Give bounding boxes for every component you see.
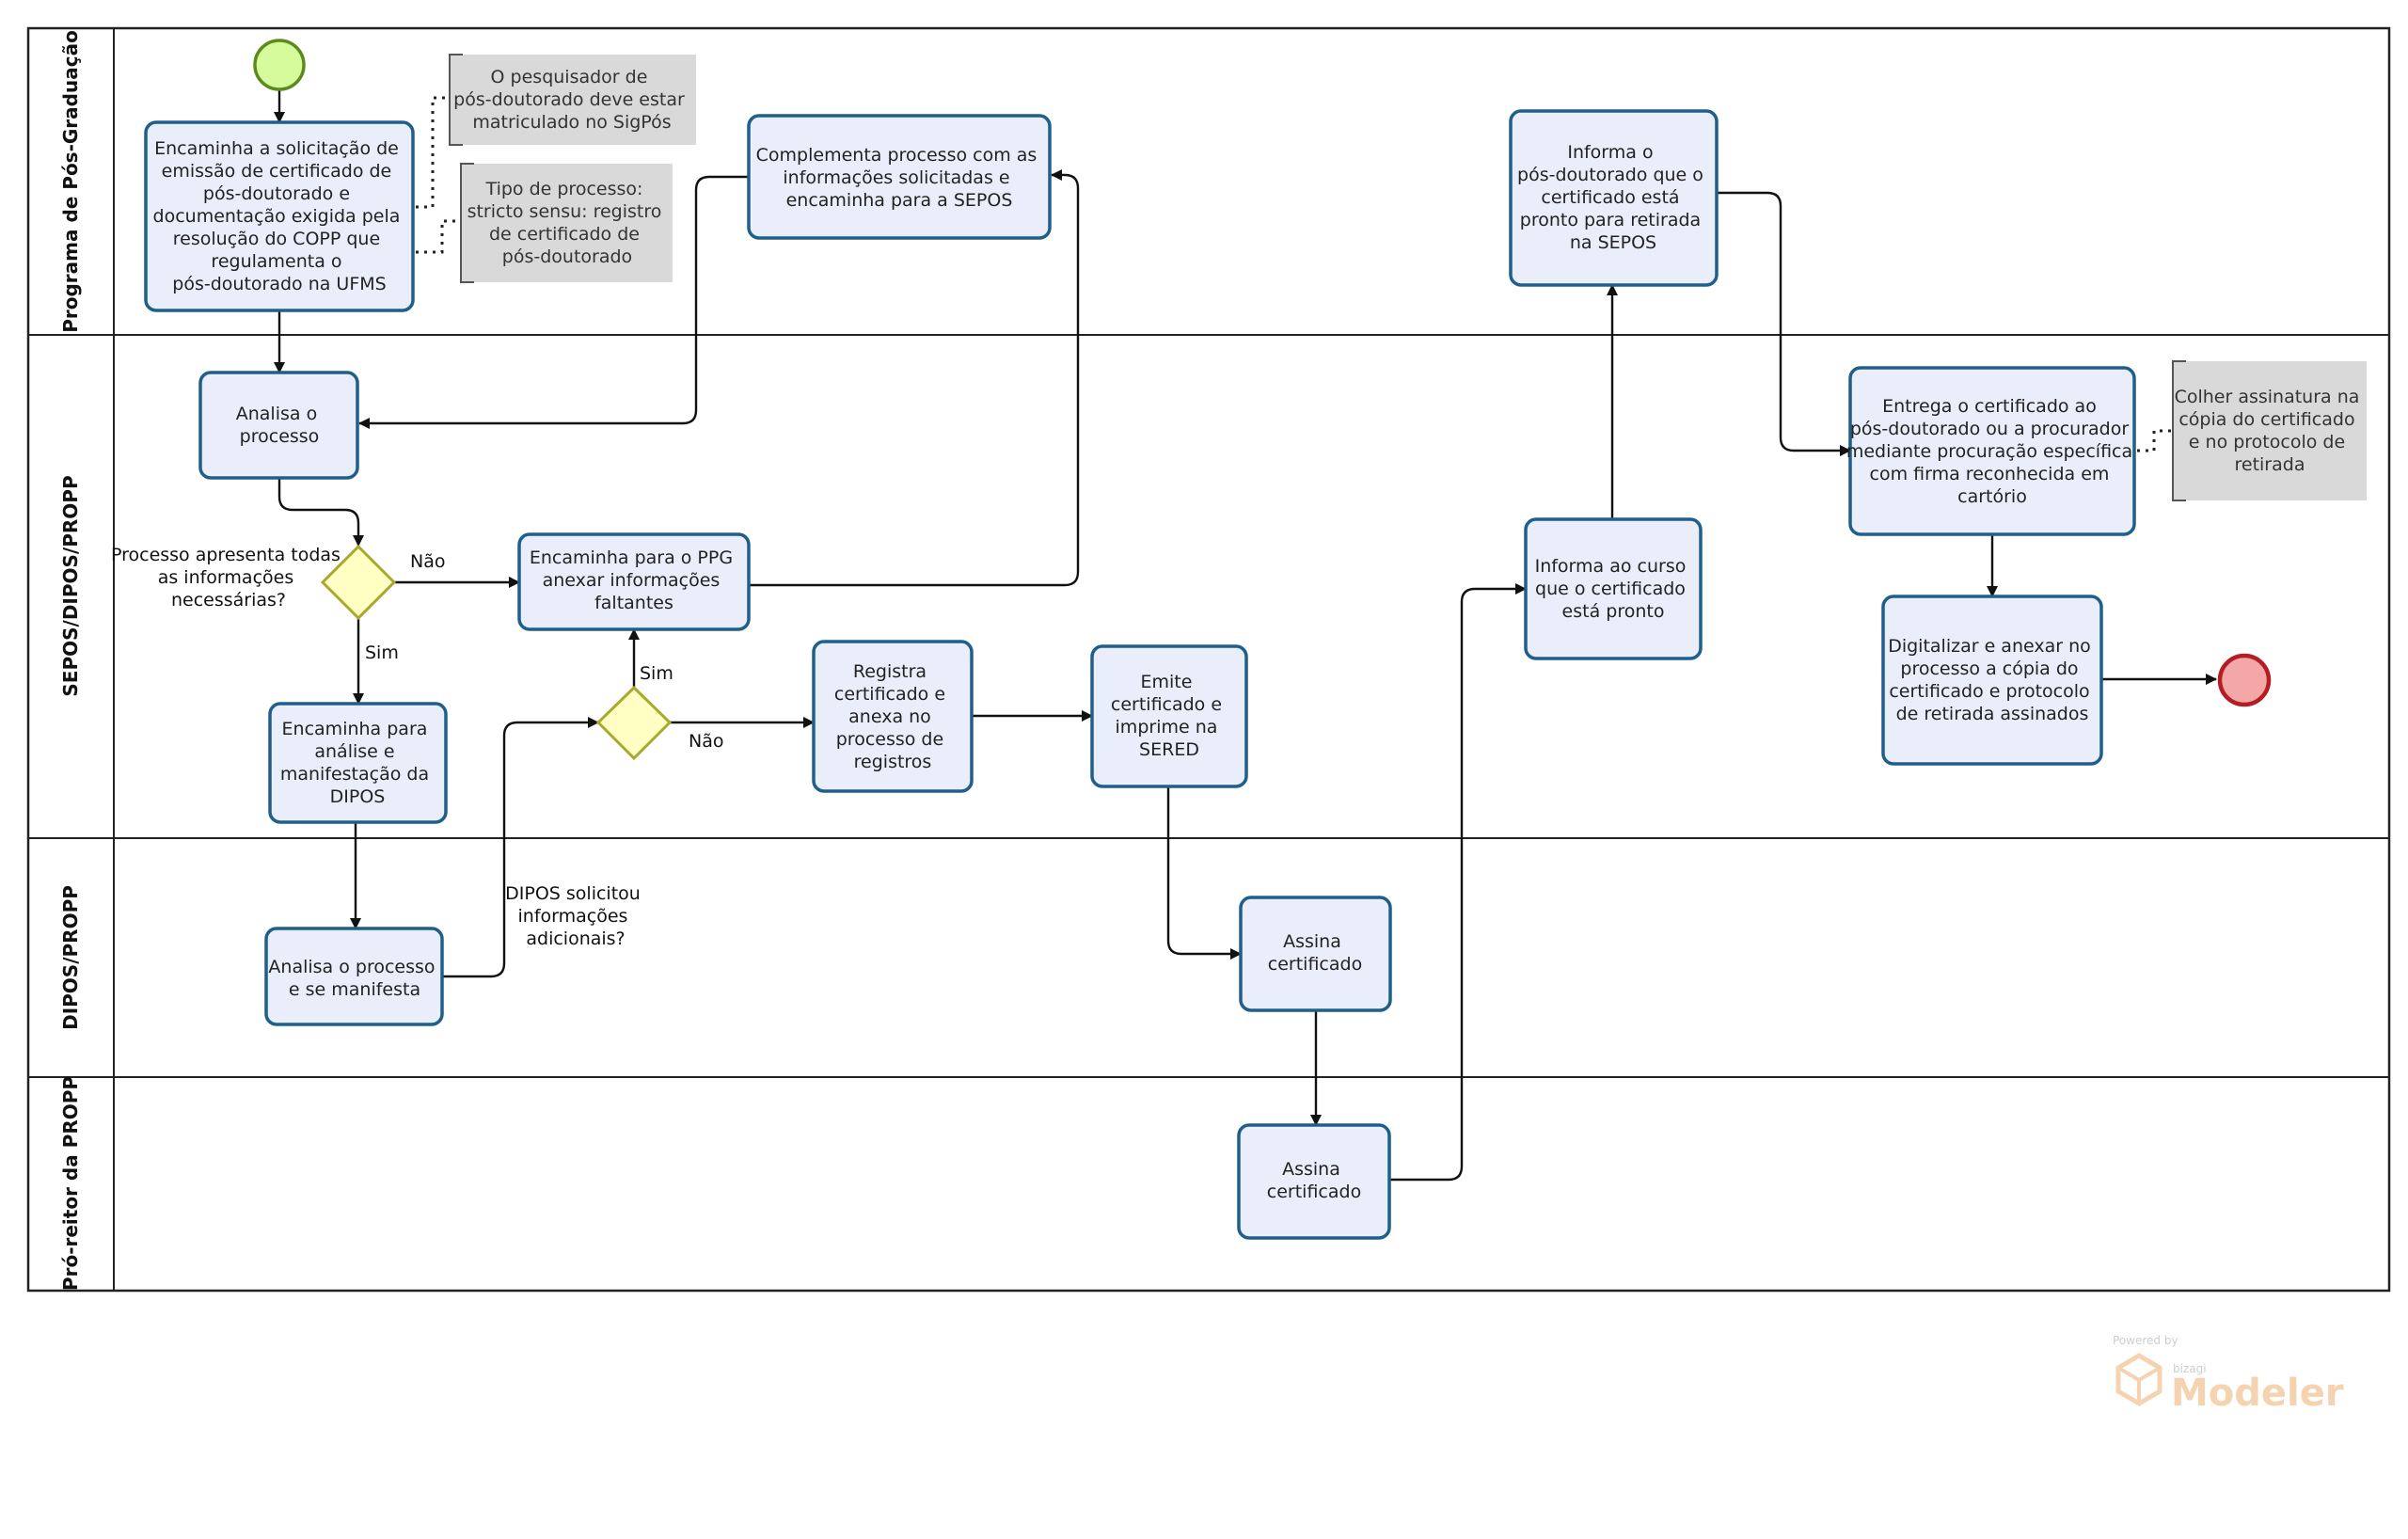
pool: Programa de Pós-Graduação SEPOS/DIPOS/PR… <box>26 26 2391 1293</box>
svg-text:Encaminha a solicitação de: Encaminha a solicitação de emissão de ce… <box>153 138 406 294</box>
gateway-no-label: Não <box>410 551 445 572</box>
lane-title: SEPOS/DIPOS/PROPP <box>59 475 82 696</box>
flow-manifesta-to-gateway <box>442 717 599 978</box>
flow-emite-to-assina <box>1166 786 1242 960</box>
gateway-no-label: Não <box>689 731 723 752</box>
note-tipo-processo: Tipo de processo: stricto sensu: registr… <box>416 163 673 283</box>
task-emite-certificado: Emite certificado e imprime na SERED <box>1090 644 1248 788</box>
sequence-flows <box>274 90 2217 1182</box>
gateway-yes-label: Sim <box>365 643 399 663</box>
svg-text:Informa o pós-doutorado: Informa o pós-doutorado que o certificad… <box>1517 142 1709 253</box>
pool-border <box>26 26 2391 1293</box>
svg-text:Informa ao curso que o c: Informa ao curso que o certificado está … <box>1535 556 1692 622</box>
task-complementa-processo: Complementa processo com as informações … <box>747 114 1052 240</box>
start-event <box>253 39 306 91</box>
task-assina-dipos: Assina certificado <box>1239 896 1392 1012</box>
task-entrega-certificado: Entrega o certificado ao pós-doutorado o… <box>1846 366 2138 536</box>
task-informa-curso: Informa ao curso que o certificado está … <box>1524 517 1703 660</box>
svg-text:Assina certificado: Assina certificado <box>1267 1159 1361 1202</box>
task-analisa-manifesta: Analisa o processo e se manifesta <box>264 927 444 1026</box>
task-analisa-processo: Analisa o processo <box>198 371 359 480</box>
task-digitalizar: Digitalizar e anexar no processo a cópia… <box>1881 595 2103 766</box>
svg-text:Analisa o processo e se: Analisa o processo e se manifesta <box>268 957 440 1000</box>
svg-text:Entrega o certificado ao: Entrega o certificado ao pós-doutorado o… <box>1846 396 2138 507</box>
flow-complementa-to-analisa <box>358 175 749 429</box>
flow-posdoc-to-entrega <box>1717 191 1851 456</box>
lane-title: DIPOS/PROPP <box>59 885 82 1030</box>
gateway-question: Processo apresenta todas as informações … <box>111 545 346 611</box>
svg-text:Tipo de processo: strict: Tipo de processo: stricto sensu: registr… <box>467 179 668 267</box>
svg-text:Assina certificado: Assina certificado <box>1268 931 1362 975</box>
note-colher-assinatura: Colher assinatura na cópia do certificad… <box>2137 360 2367 501</box>
watermark-product: Modeler <box>2171 1372 2344 1415</box>
svg-text:O pesquisador de pós-dou: O pesquisador de pós-doutorado deve esta… <box>453 67 690 133</box>
annotation-association <box>2137 429 2173 452</box>
svg-text:Encaminha para análise e: Encaminha para análise e manifestação da… <box>280 719 435 807</box>
flow-assina-to-informa-curso <box>1389 583 1527 1182</box>
bizagi-cube-icon <box>2116 1366 2162 1404</box>
svg-text:Encaminha para o PPG ane: Encaminha para o PPG anexar informações … <box>530 547 738 613</box>
svg-text:Emite certificado e: Emite certificado e imprime na SERED <box>1111 672 1228 760</box>
gateway-question: DIPOS solicitou informações adicionais? <box>505 883 646 949</box>
gateway-yes-label: Sim <box>640 663 673 684</box>
gateway-dipos-solicitou <box>595 685 673 761</box>
svg-text:Analisa o processo: Analisa o processo <box>236 404 324 447</box>
watermark-powered-by: Powered by <box>2113 1334 2178 1347</box>
svg-text:Registra certificado e: Registra certificado e anexa no processo… <box>834 661 951 772</box>
task-assina-proreitor: Assina certificado <box>1237 1123 1391 1240</box>
watermark-brand: bizagi <box>2173 1362 2207 1375</box>
flow-ppg-to-complementa <box>749 169 1080 587</box>
note-pesquisador: O pesquisador de pós-doutorado deve esta… <box>416 54 696 209</box>
flow-analisa-to-gateway <box>277 478 364 547</box>
svg-text:Complementa processo com as: Complementa processo com as informações … <box>756 145 1043 211</box>
task-encaminha-ppg: Encaminha para o PPG anexar informações … <box>517 532 751 631</box>
svg-text:Colher assinatura na cóp: Colher assinatura na cópia do certificad… <box>2175 387 2366 475</box>
lane-title: Pró-reitor da PROPP <box>59 1076 82 1291</box>
gateway-informacoes <box>320 544 397 621</box>
end-event <box>2217 653 2272 707</box>
flow-labels: Não Sim Sim Não <box>365 551 723 752</box>
task-informa-posdoc: Informa o pós-doutorado que o certificad… <box>1509 109 1719 287</box>
task-encaminha-dipos: Encaminha para análise e manifestação da… <box>268 702 448 824</box>
svg-text:Digitalizar e anexar no: Digitalizar e anexar no processo a cópia… <box>1888 636 2097 724</box>
lane-title: Programa de Pós-Graduação <box>59 30 82 333</box>
annotation-association <box>416 219 461 254</box>
task-registra-certificado: Registra certificado e anexa no processo… <box>812 640 974 793</box>
task-encaminha-solicitacao: Encaminha a solicitação de emissão de ce… <box>144 120 415 312</box>
annotation-association <box>416 96 450 209</box>
watermark-logo: Powered by bizagi Modeler <box>2113 1334 2344 1415</box>
